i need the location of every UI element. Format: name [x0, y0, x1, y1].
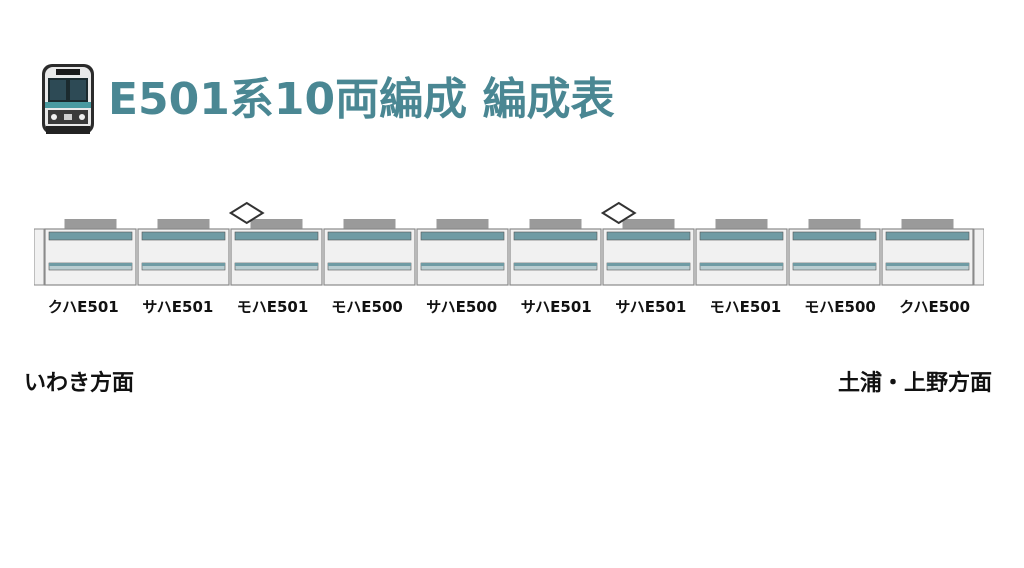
roof-unit [436, 219, 489, 229]
direction-right-label: 土浦・上野方面 [837, 371, 992, 396]
car-lower-stripe-accent [142, 263, 225, 266]
pantograph-icon [600, 201, 637, 225]
header: E501系10両編成 編成表 [36, 60, 614, 140]
front-end-cap [34, 228, 45, 286]
car-lower-stripe-accent [235, 263, 318, 266]
car-lower-stripe-accent [421, 263, 504, 266]
car-label: モハE501 [709, 298, 782, 316]
car-upper-stripe [327, 231, 412, 241]
car-label: サハE501 [142, 298, 214, 316]
car-label: サハE501 [520, 298, 592, 316]
car-upper-stripe [606, 231, 691, 241]
roof-unit [250, 219, 303, 229]
rear-end-cap [973, 228, 984, 286]
car-label: モハE501 [236, 298, 309, 316]
car-label: サハE500 [426, 298, 498, 316]
car-labels: クハE501 サハE501 モハE501 モハE500 サハE500 サハE501 サハE5… [36, 296, 982, 317]
roof-unit [343, 219, 396, 229]
car-upper-stripe [792, 231, 877, 241]
car-lower-stripe-accent [514, 263, 597, 266]
car-label: クハE501 [47, 298, 119, 316]
car-lower-stripe-accent [886, 263, 969, 266]
car-upper-stripe [141, 231, 226, 241]
car-label: モハE500 [331, 298, 403, 316]
page-title: E501系10両編成 編成表 [108, 74, 615, 125]
car-upper-stripe [699, 231, 784, 241]
roof-unit [64, 219, 117, 229]
car-label: サハE501 [615, 298, 687, 316]
car-upper-stripe [885, 231, 970, 241]
roof-unit [715, 219, 768, 229]
roof-unit [157, 219, 210, 229]
car-lower-stripe-accent [328, 263, 411, 266]
car-lower-stripe-accent [793, 263, 876, 266]
car-upper-stripe [513, 231, 598, 241]
train-front-icon [42, 64, 94, 134]
roof-unit [808, 219, 861, 229]
roof-unit [622, 219, 675, 229]
train-consist-diagram [34, 201, 984, 286]
direction-left-label: いわき方面 [24, 371, 135, 396]
car-upper-stripe [48, 231, 133, 241]
roof-unit [901, 219, 954, 229]
car-lower-stripe-accent [700, 263, 783, 266]
car-lower-stripe-accent [49, 263, 132, 266]
car-label: モハE500 [804, 298, 876, 316]
car-lower-stripe-accent [607, 263, 690, 266]
pantograph-icon [228, 201, 265, 225]
car-label: クハE500 [899, 298, 971, 316]
car-upper-stripe [420, 231, 505, 241]
car-upper-stripe [234, 231, 319, 241]
roof-unit [529, 219, 582, 229]
